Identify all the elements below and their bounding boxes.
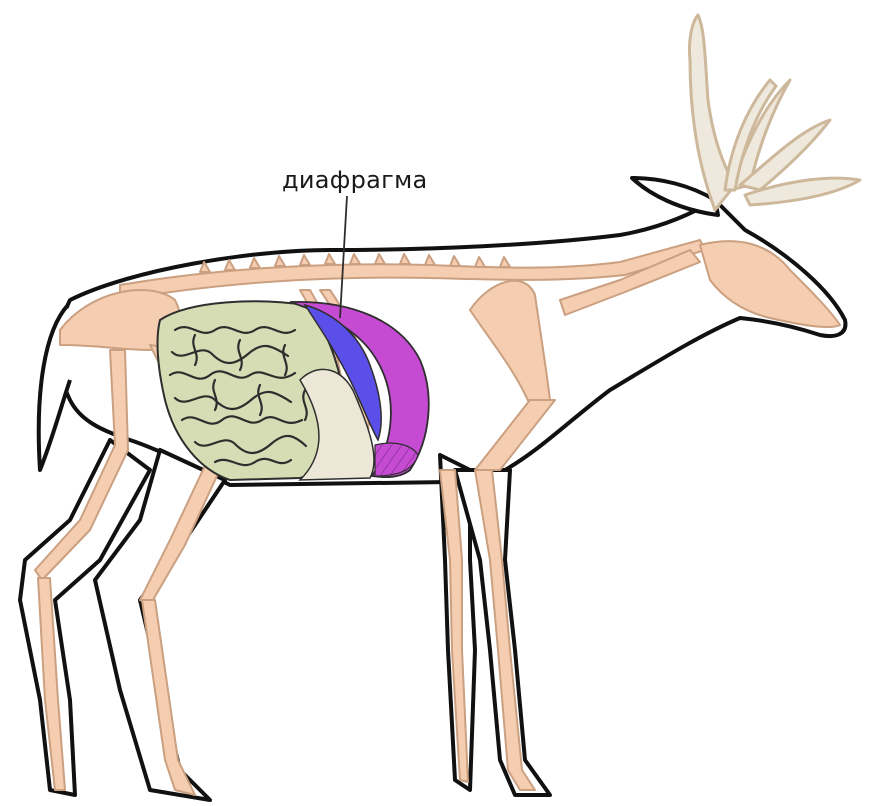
- antlers: [689, 15, 860, 210]
- diaphragm-label: диафрагма: [282, 166, 427, 194]
